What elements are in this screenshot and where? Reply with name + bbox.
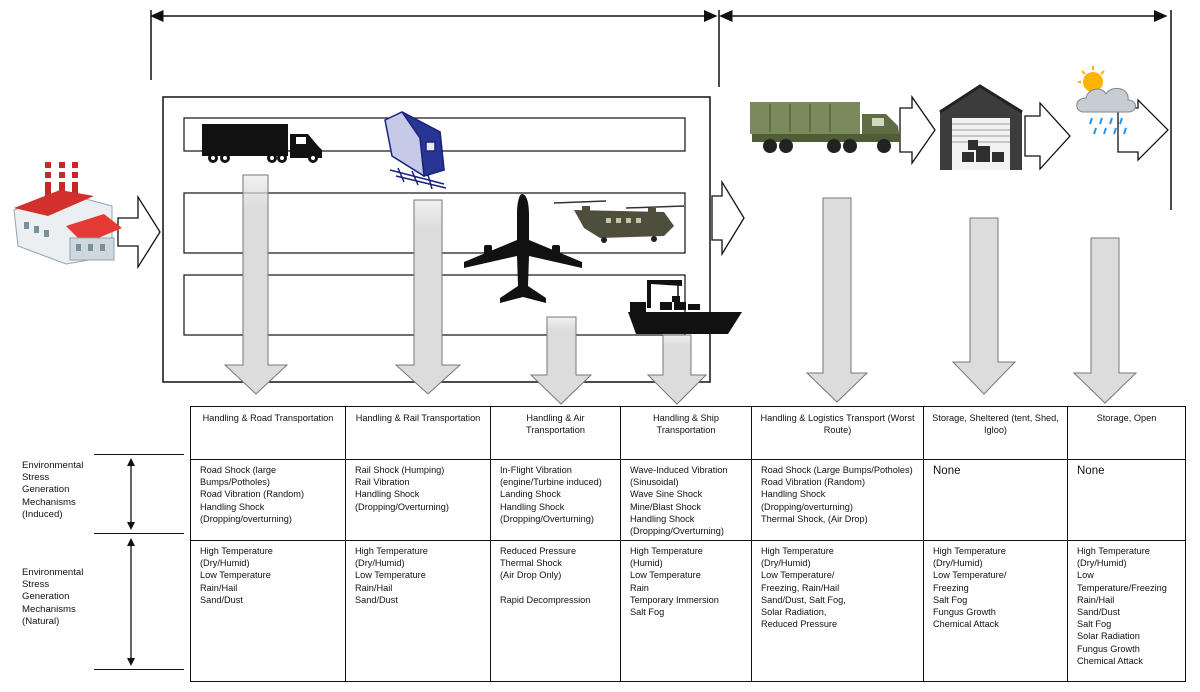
induced-cell: Wave-Induced Vibration (Sinusoidal) Wave… (620, 459, 752, 541)
induced-cell: Rail Shock (Humping) Rail Vibration Hand… (345, 459, 491, 541)
induced-row: Road Shock (large Bumps/Potholes) Road V… (190, 459, 1186, 541)
induced-cell: In-Flight Vibration (engine/Turbine indu… (490, 459, 621, 541)
header-cell: Handling & Logistics Transport (Worst Ro… (751, 406, 924, 460)
row-separator (94, 533, 184, 534)
induced-cell: None (923, 459, 1068, 541)
flow-arrows (117, 94, 1169, 270)
helicopter-icon (553, 200, 685, 243)
induced-cell: Road Shock (Large Bumps/Potholes) Road V… (751, 459, 924, 541)
header-cell: Storage, Open (1067, 406, 1186, 460)
header-cell: Handling & Road Transportation (190, 406, 346, 460)
induced-cell: Road Shock (large Bumps/Potholes) Road V… (190, 459, 346, 541)
natural-range-arrow (127, 538, 135, 666)
induced-range-arrow (127, 458, 135, 530)
warehouse-icon (939, 84, 1023, 170)
row-separator (94, 454, 184, 455)
truck-icon (202, 124, 322, 163)
down-arrows (223, 174, 1138, 405)
natural-cell: High Temperature (Humid) Low Temperature… (620, 540, 752, 682)
header-cell: Handling & Rail Transportation (345, 406, 491, 460)
induced-row-label: Environmental Stress Generation Mechanis… (22, 460, 84, 520)
natural-cell: High Temperature (Dry/Humid) Low Tempera… (190, 540, 346, 682)
header-cell: Storage, Sheltered (tent, Shed, Igloo) (923, 406, 1068, 460)
weather-icon (1076, 66, 1136, 135)
table-header-row: Handling & Road Transportation Handling … (190, 406, 1186, 460)
military-truck-icon (750, 102, 900, 153)
timeline-bracket (150, 10, 1172, 210)
natural-cell: Reduced Pressure Thermal Shock (Air Drop… (490, 540, 621, 682)
header-cell: Handling & Ship Transportation (620, 406, 752, 460)
natural-cell: High Temperature (Dry/Humid) Low Tempera… (923, 540, 1068, 682)
row-separator (94, 669, 184, 670)
stress-table: Handling & Road Transportation Handling … (190, 406, 1186, 682)
factory-icon (13, 162, 122, 265)
natural-row-label: Environmental Stress Generation Mechanis… (22, 567, 84, 627)
induced-cell: None (1067, 459, 1186, 541)
ship-icon (628, 280, 742, 334)
natural-cell: High Temperature (Dry/Humid) Low Tempera… (1067, 540, 1186, 682)
header-cell: Handling & Air Transportation (490, 406, 621, 460)
natural-row: High Temperature (Dry/Humid) Low Tempera… (190, 540, 1186, 682)
train-icon (384, 111, 447, 190)
natural-cell: High Temperature (Dry/Humid) Low Tempera… (345, 540, 491, 682)
airplane-icon (464, 194, 582, 303)
natural-cell: High Temperature (Dry/Humid) Low Tempera… (751, 540, 924, 682)
